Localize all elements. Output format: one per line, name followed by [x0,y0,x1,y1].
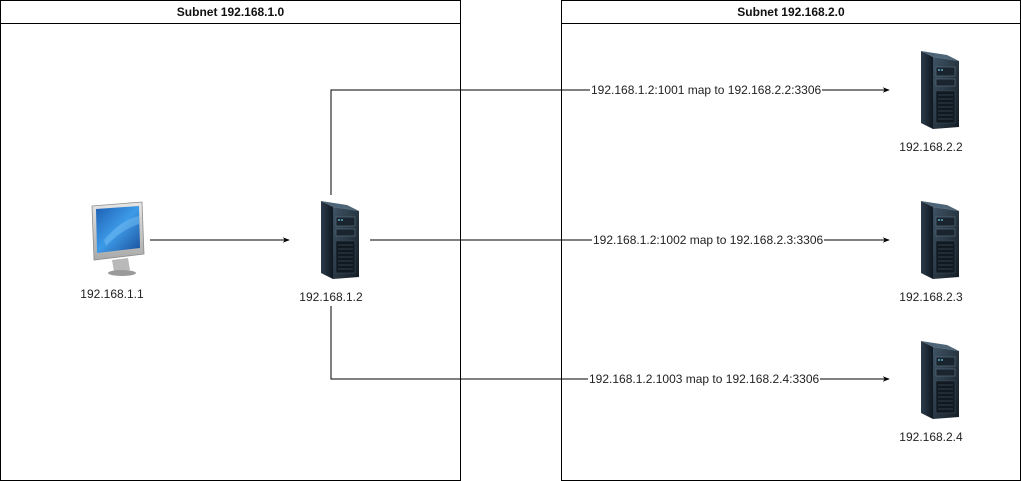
node-label-db1: 192.168.2.2 [899,140,963,154]
server-tower-icon [921,51,959,129]
node-db1[interactable]: 192.168.2.2 [881,49,981,154]
edge-label-db1: 192.168.1.2:1001 map to 192.168.2.2:3306 [590,83,823,97]
node-client[interactable]: 192.168.1.1 [62,200,162,301]
node-label-db3: 192.168.2.4 [899,430,963,444]
subnet-title-left: Subnet 192.168.1.0 [1,1,460,24]
edge-label-db3: 192.168.1.2.1003 map to 192.168.2.4:3306 [588,372,821,386]
edge-label-db2: 192.168.1.2:1002 map to 192.168.2.3:3306 [592,233,825,247]
subnet-container-left[interactable]: Subnet 192.168.1.0 [0,0,461,481]
server-tower-icon [321,201,359,279]
desktop-computer-icon [91,201,145,276]
server-tower-icon [921,201,959,279]
subnet-title-right: Subnet 192.168.2.0 [562,1,1020,24]
node-label-db2: 192.168.2.3 [899,290,963,304]
node-db2[interactable]: 192.168.2.3 [881,199,981,304]
node-label-client: 192.168.1.1 [80,287,144,301]
node-gateway[interactable]: 192.168.1.2 [281,199,381,304]
server-tower-icon [921,341,959,419]
node-db3[interactable]: 192.168.2.4 [881,339,981,444]
node-label-gateway: 192.168.1.2 [299,290,363,304]
